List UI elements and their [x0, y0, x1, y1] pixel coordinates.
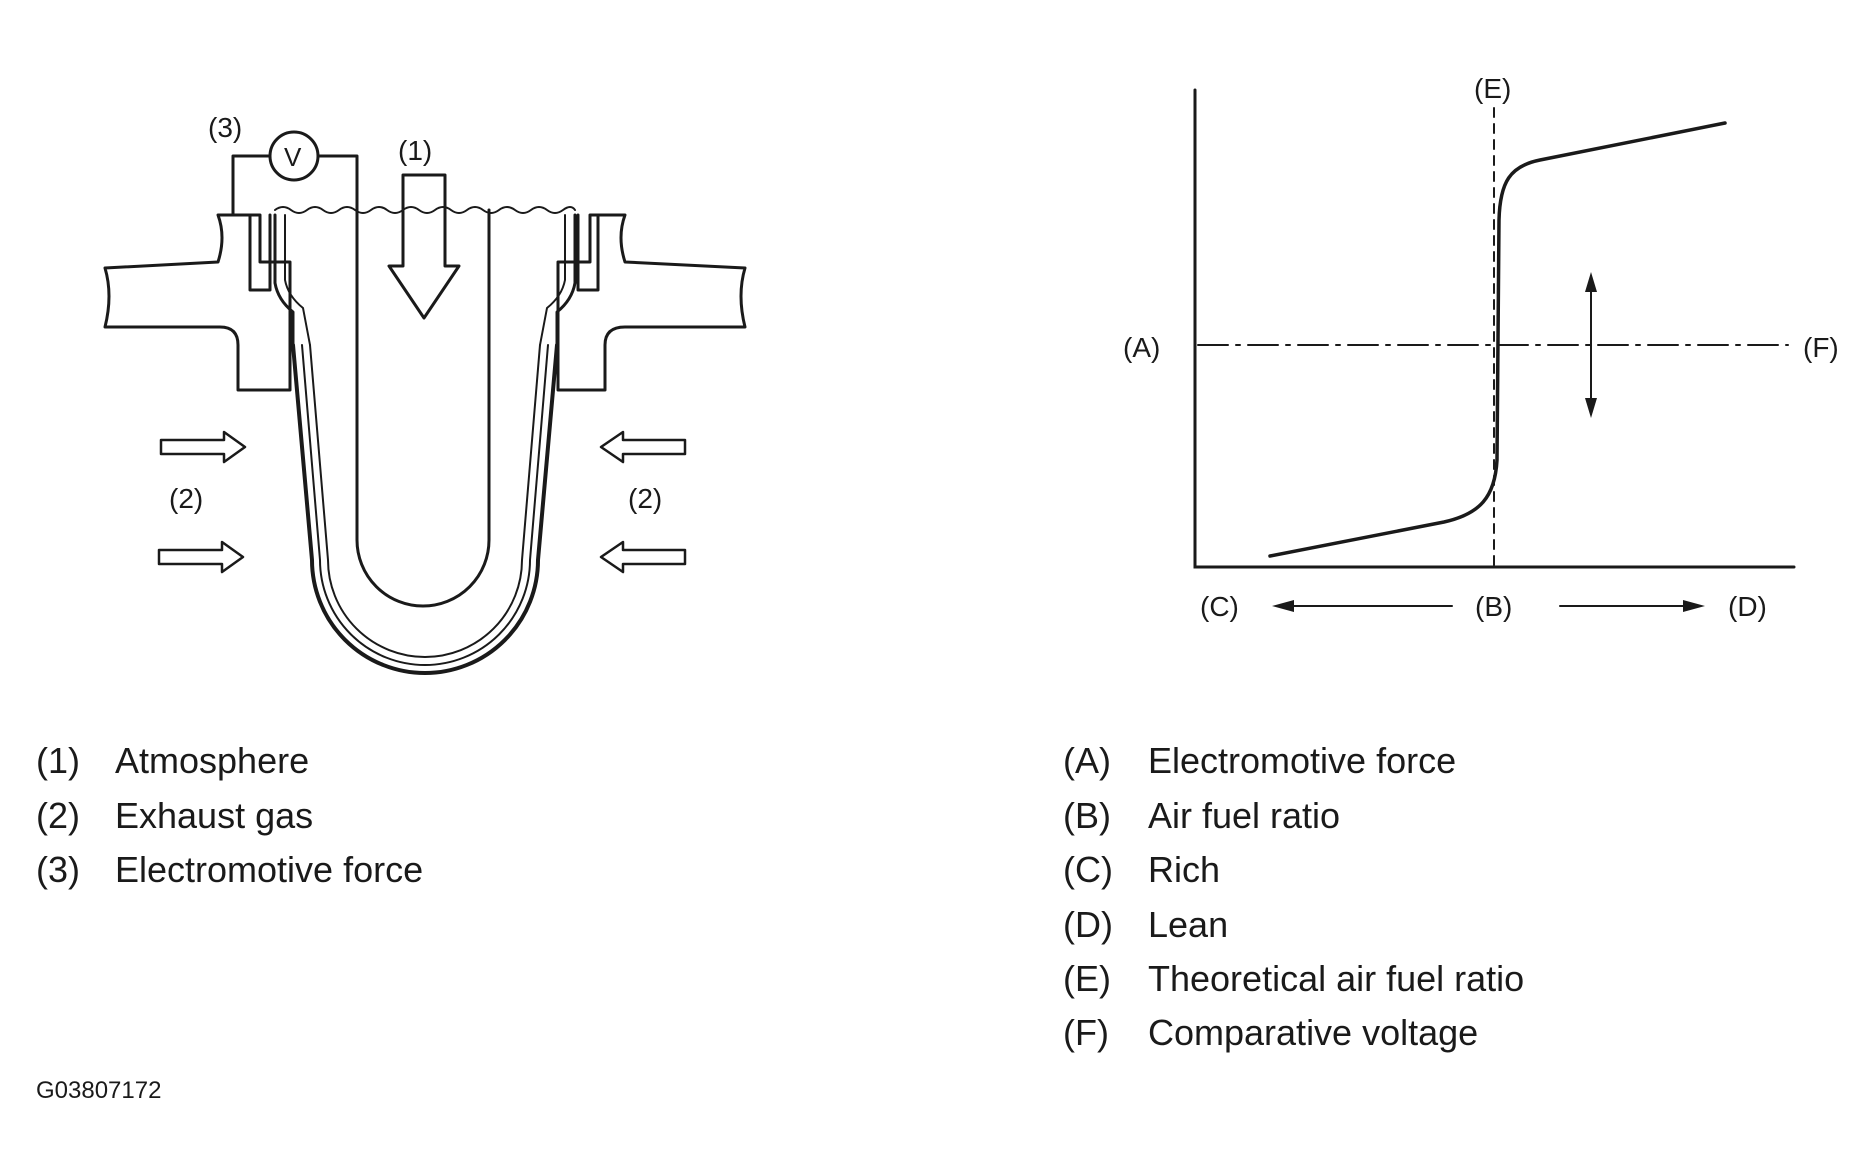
exhaust-arrow-left-lower: [157, 540, 245, 574]
figure-code: G03807172: [36, 1077, 161, 1104]
emf-curve: [1268, 121, 1727, 558]
exhaust-arrow-right-upper: [599, 430, 687, 464]
voltage-swing-arrow-head-up: [1585, 272, 1597, 292]
graph-label-a: (A): [1123, 332, 1160, 363]
legend-left-text: Exhaust gas: [115, 795, 313, 836]
legend-right-text: Theoretical air fuel ratio: [1148, 958, 1524, 999]
sensing-element-inner: [355, 208, 491, 608]
sensing-element-coating-2: [309, 344, 541, 658]
legend-left-key: (3): [36, 849, 80, 890]
rich-arrow-head: [1272, 600, 1294, 612]
legend-right-key: (F): [1063, 1012, 1109, 1053]
legend-right-text: Air fuel ratio: [1148, 795, 1340, 836]
exhaust-arrow-left-upper: [159, 430, 247, 464]
exhaust-pipe-right: [556, 213, 747, 392]
legend-right-text: Comparative voltage: [1148, 1012, 1478, 1053]
label-electromotive-force: (3): [208, 112, 242, 143]
voltmeter-label: V: [284, 142, 302, 172]
label-exhaust-gas-left: (2): [169, 483, 203, 514]
label-atmosphere: (1): [398, 135, 432, 166]
legend-left-key: (1): [36, 740, 80, 781]
legend-left-text: Atmosphere: [115, 740, 309, 781]
graph-label-c: (C): [1200, 591, 1239, 622]
legend-left: (1) Atmosphere (2) Exhaust gas (3) Elect…: [36, 740, 423, 890]
sensing-element-coating-1: [301, 344, 549, 666]
legend-right-text: Rich: [1148, 849, 1220, 890]
voltmeter-symbol: [268, 130, 320, 182]
emf-graph: [1193, 88, 1796, 612]
legend-right-key: (A): [1063, 740, 1111, 781]
label-exhaust-gas-right: (2): [628, 483, 662, 514]
legend-right-key: (C): [1063, 849, 1113, 890]
sensor-boss: [248, 213, 600, 292]
legend-left-key: (2): [36, 795, 80, 836]
atmosphere-arrow: [387, 173, 461, 320]
sensing-element-outer: [291, 343, 559, 675]
legend-right-key: (B): [1063, 795, 1111, 836]
graph-label-f: (F): [1803, 332, 1839, 363]
voltmeter-wire: [231, 154, 359, 217]
graph-axes: [1193, 88, 1796, 569]
sensing-element-shoulders: [273, 213, 577, 347]
voltage-swing-arrow-head-down: [1585, 398, 1597, 418]
legend-right-text: Electromotive force: [1148, 740, 1456, 781]
legend-left-text: Electromotive force: [115, 849, 423, 890]
legend-right-text: Lean: [1148, 904, 1228, 945]
legend-right-key: (D): [1063, 904, 1113, 945]
graph-label-b: (B): [1475, 591, 1512, 622]
exhaust-arrow-right-lower: [599, 540, 687, 574]
legend-right: (A) Electromotive force (B) Air fuel rat…: [1063, 740, 1524, 1053]
element-cut-line: [274, 206, 576, 214]
graph-label-d: (D): [1728, 591, 1767, 622]
lean-arrow-head: [1683, 600, 1705, 612]
graph-label-e: (E): [1474, 73, 1511, 104]
sensing-element-shoulders-inner: [284, 214, 566, 346]
sensor-diagram: [103, 130, 747, 675]
legend-right-key: (E): [1063, 958, 1111, 999]
exhaust-pipe-left: [103, 213, 292, 392]
